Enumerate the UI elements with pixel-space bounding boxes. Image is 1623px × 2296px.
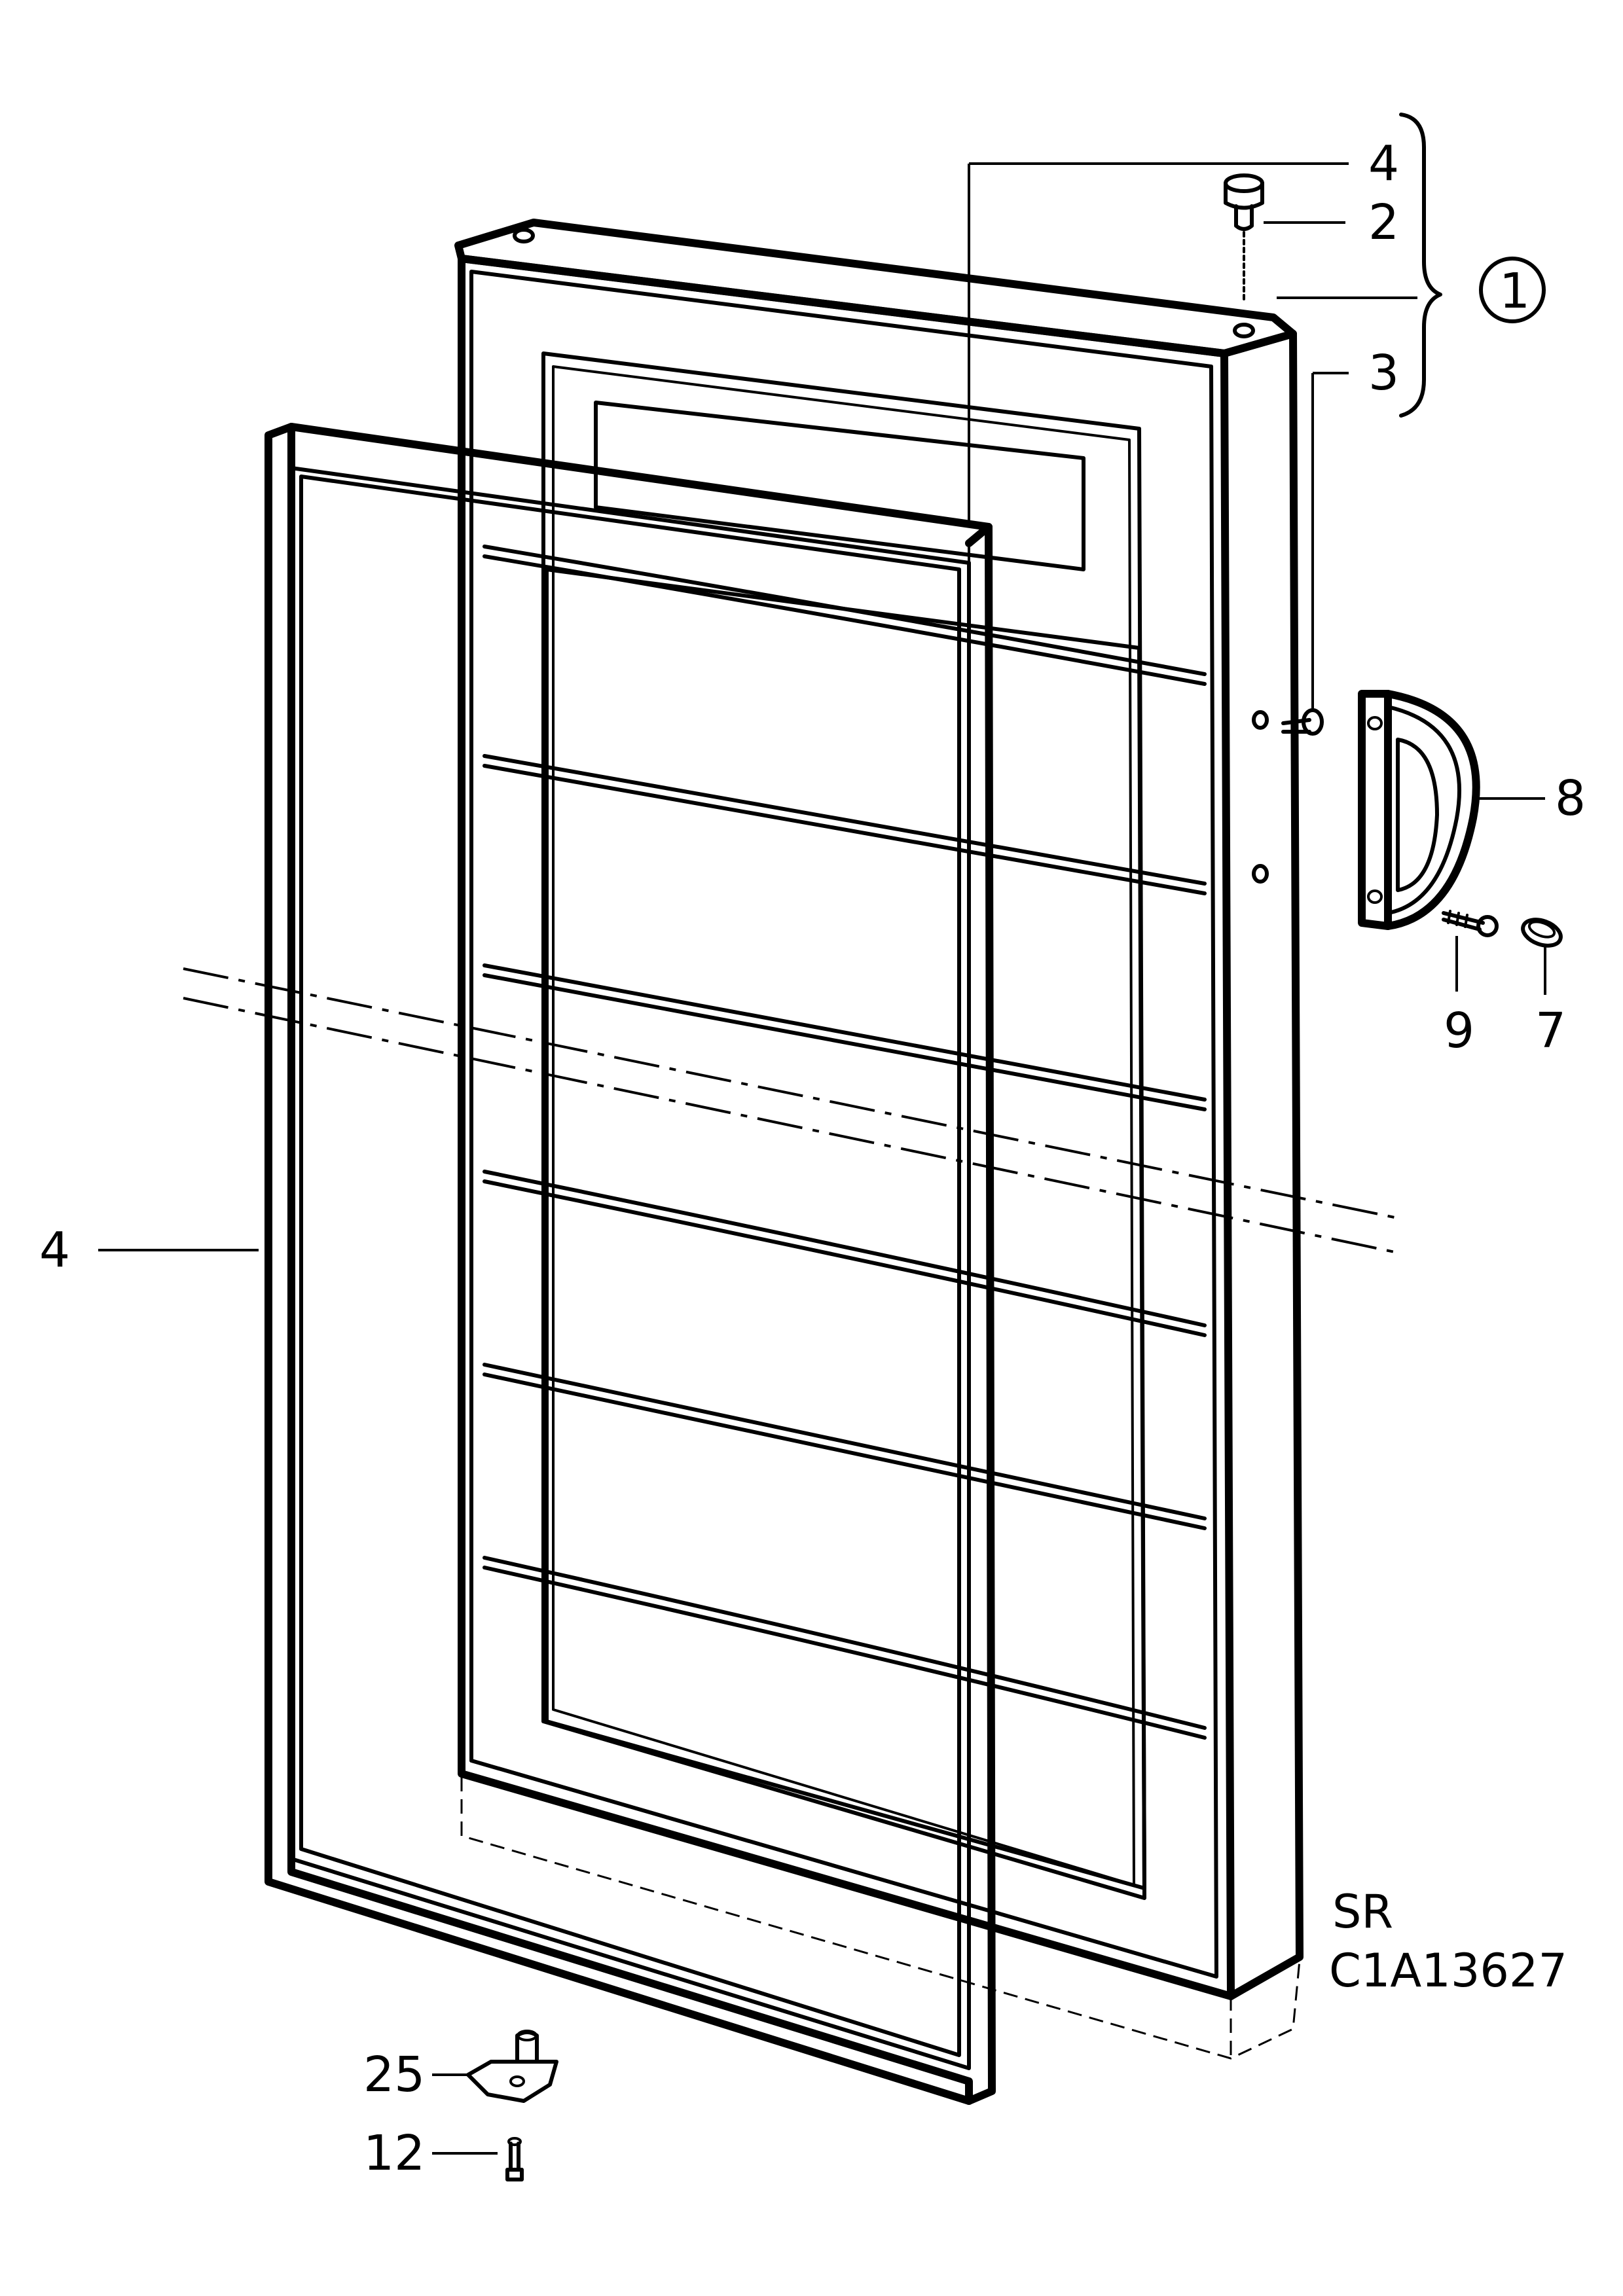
callout-25: 25 — [363, 2047, 425, 2103]
callout-4-top: 4 — [1368, 135, 1399, 192]
plug — [1281, 708, 1324, 736]
door-shelves — [483, 545, 1207, 1740]
handle-screw — [1442, 910, 1499, 937]
callout-7: 7 — [1535, 1003, 1566, 1059]
callout-4-left: 4 — [39, 1222, 70, 1278]
callout-12: 12 — [363, 2125, 425, 2181]
hinge-bracket — [466, 2030, 558, 2103]
assembly-brace — [1399, 113, 1442, 418]
callout-1: 1 — [1499, 263, 1530, 319]
door-gasket — [264, 423, 996, 2105]
handle-cap — [1521, 918, 1563, 948]
bottom-hinge-outline — [460, 1777, 1301, 2060]
callout-8: 8 — [1555, 770, 1586, 827]
leader-lines — [98, 162, 1546, 2155]
section-cut-line — [183, 967, 1402, 1255]
reference-code: C1A13627 — [1329, 1944, 1567, 1998]
door-handle — [1358, 690, 1480, 930]
callout-2: 2 — [1368, 194, 1399, 251]
callout-3: 3 — [1368, 345, 1399, 401]
reference-sr: SR — [1332, 1885, 1393, 1939]
assembly-callout-circle — [1479, 257, 1546, 323]
callout-9: 9 — [1444, 1003, 1474, 1059]
hinge-pin — [1224, 173, 1264, 302]
bracket-screw — [505, 2137, 524, 2181]
